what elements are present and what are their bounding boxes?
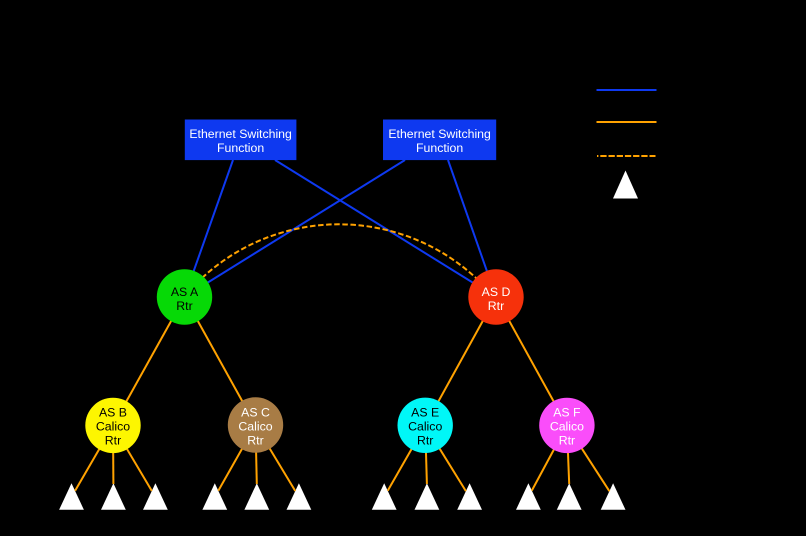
svg-text:Calico: Calico [550,420,584,434]
svg-text:Calico: Calico [96,420,130,434]
svg-text:Rtr: Rtr [247,434,263,448]
svg-text:Rtr: Rtr [176,299,192,313]
svg-text:Rtr: Rtr [417,434,433,448]
svg-text:Calico: Calico [238,420,272,434]
svg-text:Ethernet Switching: Ethernet Switching [388,127,491,141]
svg-text:AS F: AS F [553,406,581,420]
svg-text:Rtr: Rtr [488,299,504,313]
svg-text:Calico: Calico [408,420,442,434]
svg-text:AS A: AS A [171,285,199,299]
svg-text:AS D: AS D [482,285,511,299]
svg-text:Function: Function [217,141,264,155]
svg-text:Ethernet Switching: Ethernet Switching [189,127,292,141]
svg-text:AS B: AS B [99,406,127,420]
svg-text:Rtr: Rtr [105,434,121,448]
svg-text:AS C: AS C [241,406,270,420]
svg-text:Function: Function [416,141,463,155]
svg-text:AS E: AS E [411,406,439,420]
svg-text:Rtr: Rtr [559,434,575,448]
